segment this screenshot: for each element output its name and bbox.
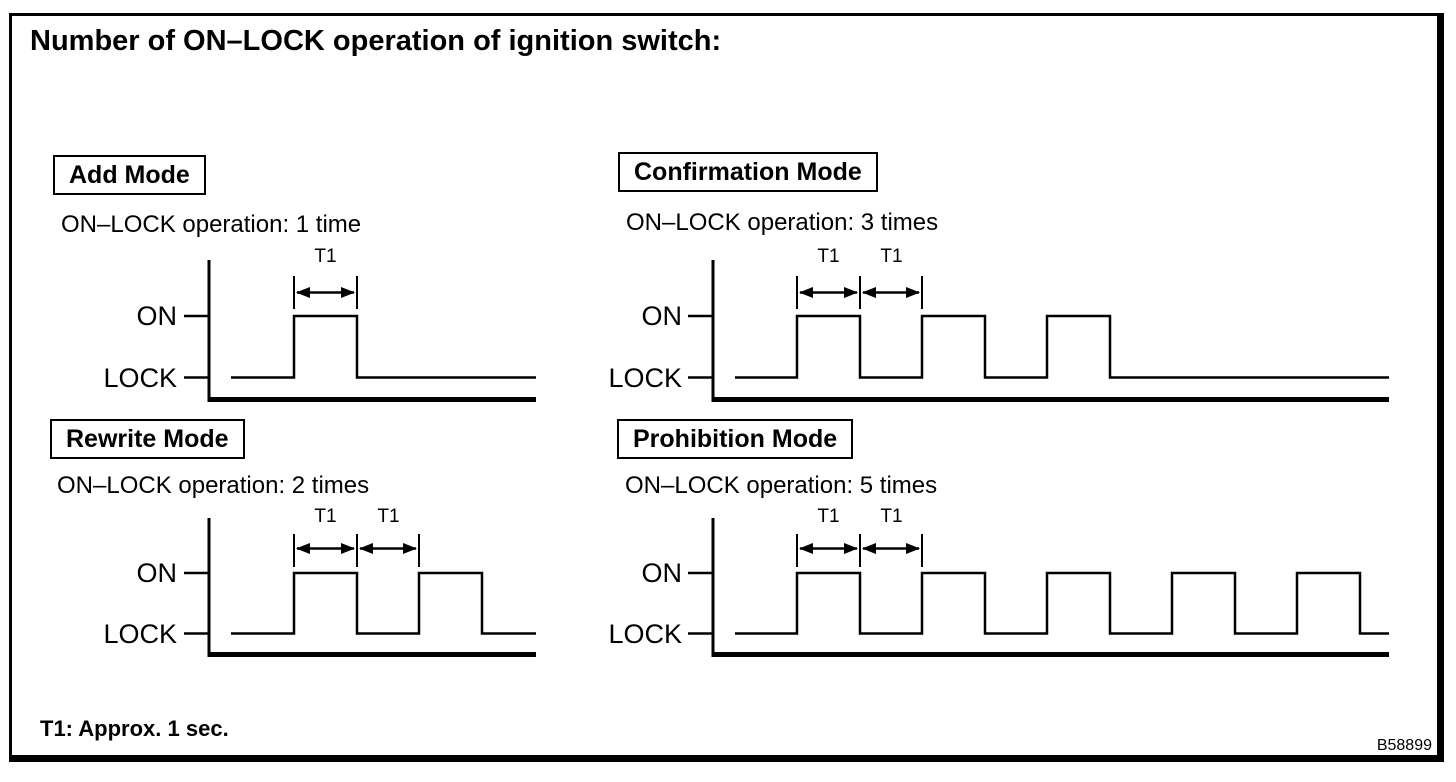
t1-footnote: T1: Approx. 1 sec.: [40, 716, 229, 741]
t1-label: T1: [314, 246, 337, 267]
lock-label-confirmation: LOCK: [608, 363, 682, 393]
t1-label: T1: [880, 506, 903, 527]
on-label-add: ON: [136, 301, 178, 331]
mode-box-prohibition: Prohibition Mode: [617, 419, 854, 459]
t1-label: T1: [817, 246, 840, 267]
figure-code: B58899: [1376, 737, 1432, 754]
operation-label-rewrite: ON–LOCK operation: 2 times: [57, 472, 370, 499]
mode-box-confirmation: Confirmation Mode: [618, 152, 878, 192]
t1-label: T1: [880, 246, 903, 267]
t1-label: T1: [314, 506, 337, 527]
operation-label-prohibition: ON–LOCK operation: 5 times: [625, 472, 938, 499]
lock-label-prohibition: LOCK: [608, 619, 682, 649]
t1-label: T1: [377, 506, 400, 527]
operation-label-confirmation: ON–LOCK operation: 3 times: [626, 209, 939, 236]
on-label-prohibition: ON: [641, 558, 683, 588]
lock-label-add: LOCK: [103, 363, 177, 393]
mode-box-rewrite: Rewrite Mode: [50, 419, 245, 459]
on-label-confirmation: ON: [641, 301, 683, 331]
on-label-rewrite: ON: [136, 558, 178, 588]
t1-label: T1: [817, 506, 840, 527]
lock-label-rewrite: LOCK: [103, 619, 177, 649]
operation-label-add: ON–LOCK operation: 1 time: [61, 211, 362, 238]
mode-box-add: Add Mode: [53, 155, 206, 195]
figure-title: Number of ON–LOCK operation of ignition …: [30, 25, 722, 57]
figure-frame: [9, 13, 1444, 762]
